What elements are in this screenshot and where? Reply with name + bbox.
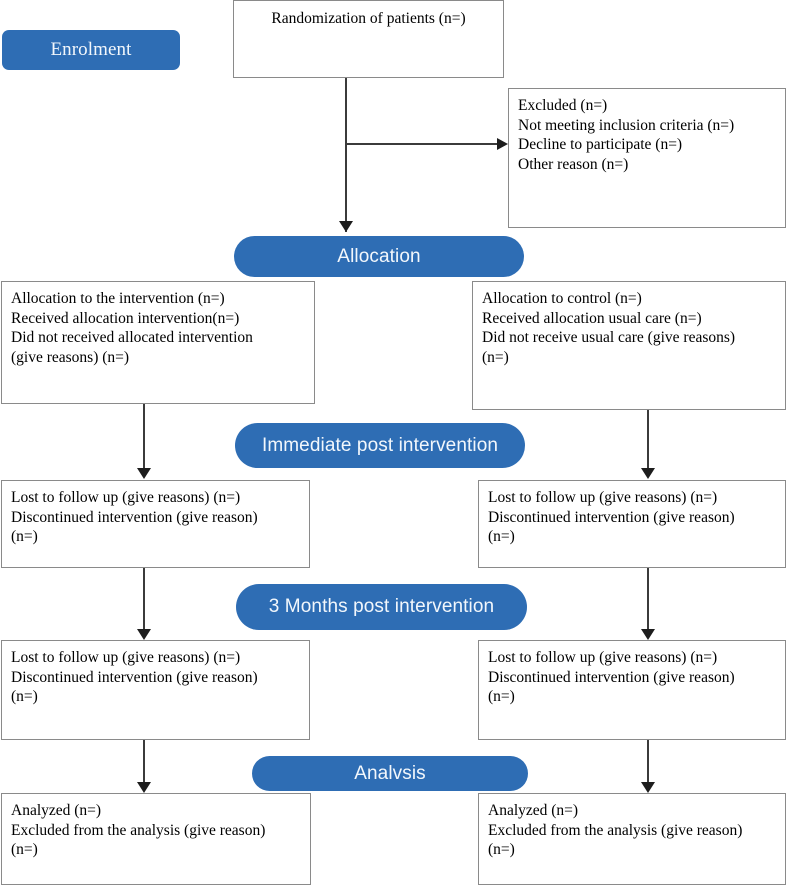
connector-left-3m-to-analysis bbox=[143, 740, 145, 785]
stage-label-immediate-post-intervention: Immediate post intervention bbox=[235, 423, 525, 468]
box-analysis-left: Analyzed (n=) Excluded from the analysis… bbox=[1, 793, 311, 885]
connector-trunk-to-excluded bbox=[345, 143, 500, 145]
box-followup-immediate-left: Lost to follow up (give reasons) (n=) Di… bbox=[1, 480, 310, 568]
connector-right-3m-to-analysis bbox=[647, 740, 649, 785]
arrowhead-left-immediate-to-3m bbox=[137, 629, 151, 640]
arrowhead-left-allocation-to-immediate bbox=[137, 468, 151, 479]
connector-randomization-to-allocation bbox=[345, 78, 347, 232]
connector-left-allocation-to-immediate bbox=[143, 404, 145, 474]
arrowhead-randomization-to-allocation bbox=[339, 221, 353, 232]
box-followup-3m-left: Lost to follow up (give reasons) (n=) Di… bbox=[1, 640, 310, 740]
box-allocation-intervention: Allocation to the intervention (n=) Rece… bbox=[1, 281, 315, 404]
box-excluded: Excluded (n=) Not meeting inclusion crit… bbox=[508, 88, 786, 228]
box-followup-3m-right: Lost to follow up (give reasons) (n=) Di… bbox=[478, 640, 786, 740]
connector-right-immediate-to-3m bbox=[647, 568, 649, 632]
box-allocation-control: Allocation to control (n=) Received allo… bbox=[472, 281, 786, 410]
arrowhead-right-allocation-to-immediate bbox=[641, 468, 655, 479]
box-randomization: Randomization of patients (n=) bbox=[233, 0, 504, 78]
connector-left-immediate-to-3m bbox=[143, 568, 145, 632]
stage-label-allocation: Allocation bbox=[234, 236, 524, 277]
arrowhead-right-immediate-to-3m bbox=[641, 629, 655, 640]
connector-right-allocation-to-immediate bbox=[647, 410, 649, 474]
stage-label-enrolment: Enrolment bbox=[2, 30, 180, 70]
stage-label-3-months-post-intervention: 3 Months post intervention bbox=[236, 584, 527, 630]
stage-label-analysis: Analvsis bbox=[252, 756, 528, 791]
box-followup-immediate-right: Lost to follow up (give reasons) (n=) Di… bbox=[478, 480, 786, 568]
arrowhead-trunk-to-excluded bbox=[497, 138, 508, 150]
arrowhead-right-3m-to-analysis bbox=[641, 782, 655, 793]
arrowhead-left-3m-to-analysis bbox=[137, 782, 151, 793]
box-analysis-right: Analyzed (n=) Excluded from the analysis… bbox=[478, 793, 786, 885]
